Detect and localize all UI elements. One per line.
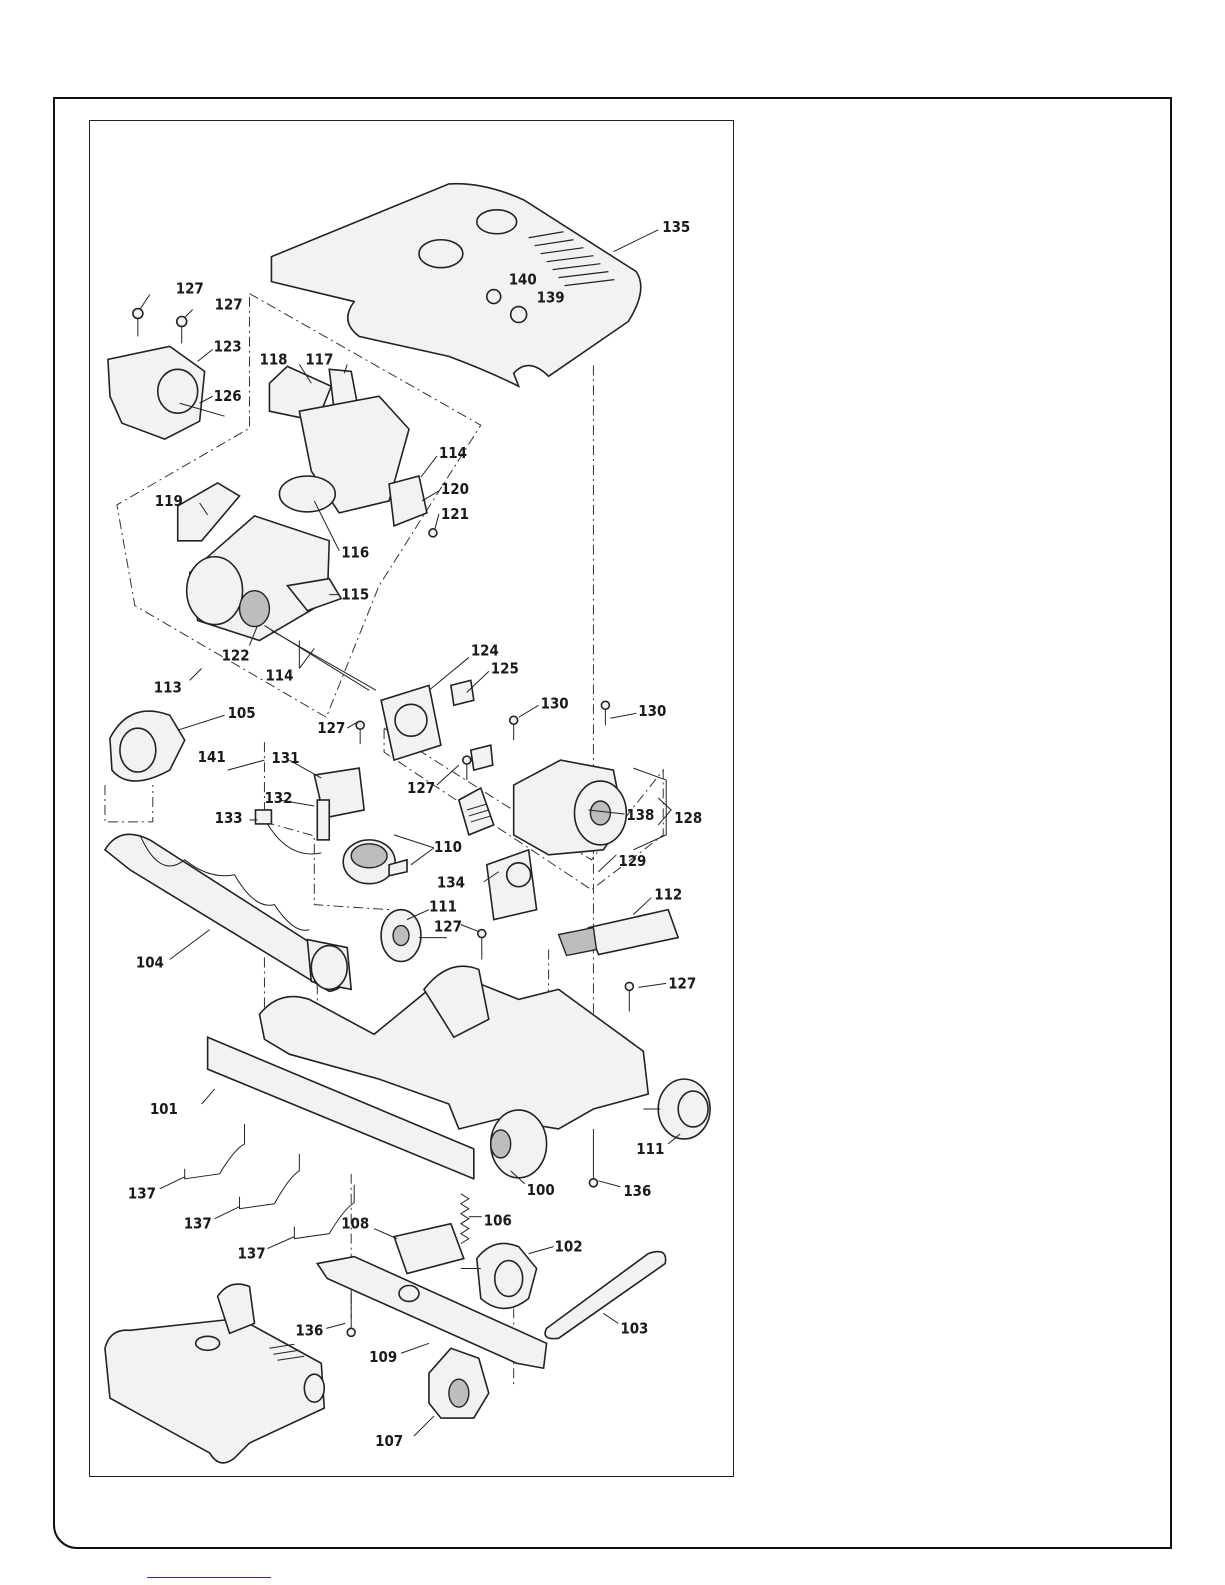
part-end-cap [110, 711, 185, 781]
callout-132: 132 [264, 789, 292, 807]
callout-123: 123 [214, 337, 242, 355]
callout-127: 127 [176, 280, 204, 298]
callout-127: 127 [668, 974, 696, 992]
callout-114: 114 [439, 444, 467, 462]
callout-112: 112 [654, 886, 682, 904]
part-screw-127a [133, 309, 143, 337]
callout-120: 120 [441, 480, 469, 498]
callout-106: 106 [484, 1212, 512, 1230]
callout-116: 116 [341, 544, 369, 562]
part-screw-127c [356, 721, 364, 744]
part-screw-127b [177, 316, 187, 343]
part-screw-130b [601, 701, 609, 725]
callout-117: 117 [305, 350, 333, 368]
callout-124: 124 [471, 641, 499, 659]
callout-115: 115 [341, 586, 369, 604]
part-screw-130a [510, 716, 518, 740]
callout-107: 107 [375, 1432, 403, 1450]
callout-126: 126 [214, 387, 242, 405]
callout-118: 118 [259, 350, 287, 368]
callout-135: 135 [662, 218, 690, 236]
exploded-parts-diagram: 135 140 139 127 127 123 126 118 117 114 … [89, 120, 734, 1477]
callout-114: 114 [265, 666, 293, 684]
diagram-canvas: 135 140 139 127 127 123 126 118 117 114 … [90, 121, 733, 1476]
part-screw-127d [463, 756, 471, 780]
part-screw-136a [589, 1129, 597, 1187]
callout-137: 137 [238, 1245, 266, 1263]
part-plate-112 [559, 910, 679, 956]
callout-108: 108 [341, 1215, 369, 1233]
callout-103: 103 [620, 1319, 648, 1337]
callout-125: 125 [491, 659, 519, 677]
part-hose-housing [178, 366, 437, 690]
callout-134: 134 [437, 874, 465, 892]
callout-129: 129 [618, 852, 646, 870]
part-switch [255, 768, 364, 854]
callout-131: 131 [271, 749, 299, 767]
callout-137: 137 [128, 1185, 156, 1203]
callout-100: 100 [527, 1181, 555, 1199]
callout-136: 136 [295, 1321, 323, 1339]
callout-139: 139 [537, 289, 565, 307]
part-screw-136b [347, 1288, 355, 1336]
callout-127: 127 [434, 918, 462, 936]
brushroll-group-outline [105, 785, 153, 822]
assembled-nozzle-thumbnail [105, 1284, 324, 1463]
callout-127: 127 [317, 719, 345, 737]
part-screw-127e [478, 930, 486, 960]
triangle-button-icon [487, 290, 501, 304]
callout-109: 109 [369, 1348, 397, 1366]
callout-138: 138 [626, 806, 654, 824]
part-rear-wheel [643, 1079, 710, 1139]
callout-119: 119 [155, 492, 183, 510]
callout-110: 110 [434, 838, 462, 856]
part-pulley-housing [461, 1243, 537, 1308]
callout-101: 101 [150, 1100, 178, 1118]
callout-104: 104 [136, 953, 164, 971]
callout-133: 133 [215, 809, 243, 827]
part-screw-127f [625, 982, 633, 1011]
callout-128: 128 [674, 809, 702, 827]
callout-111: 111 [429, 898, 457, 916]
callout-111: 111 [636, 1140, 664, 1158]
part-spring-106 [461, 1194, 469, 1244]
callout-105: 105 [228, 704, 256, 722]
callout-130: 130 [541, 694, 569, 712]
callout-130: 130 [638, 702, 666, 720]
round-button-icon [511, 307, 527, 323]
part-bracket-134 [487, 850, 537, 920]
part-handle-bracket [108, 346, 225, 439]
callout-137: 137 [184, 1215, 212, 1233]
part-motor [459, 760, 626, 855]
callout-136: 136 [623, 1182, 651, 1200]
callout-140: 140 [509, 271, 537, 289]
part-motor-mount [381, 680, 493, 770]
page-link-underline[interactable] [147, 1577, 271, 1578]
callout-102: 102 [555, 1238, 583, 1256]
callout-141: 141 [198, 748, 226, 766]
callout-127: 127 [407, 779, 435, 797]
callout-113: 113 [154, 678, 182, 696]
callout-122: 122 [222, 646, 250, 664]
callout-121: 121 [441, 505, 469, 523]
callout-127: 127 [215, 296, 243, 314]
part-brush-motor [429, 1348, 489, 1418]
